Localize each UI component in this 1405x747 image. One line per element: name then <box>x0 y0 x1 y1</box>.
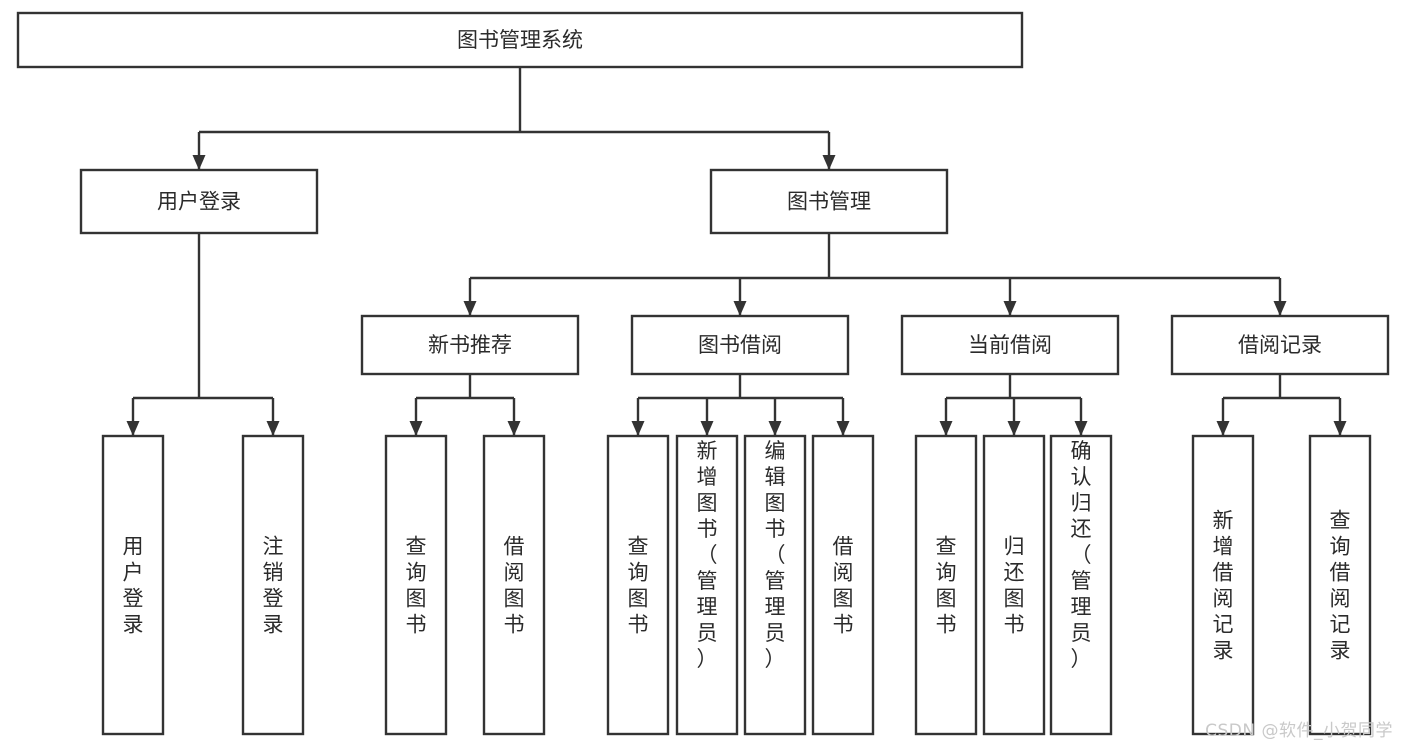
node-label-leaf-confirm-return-admin: 确认归还（管理员） <box>1071 439 1092 671</box>
node-box-leaf-query-book-1 <box>384 434 448 736</box>
node-label-leaf-logout-login: 注销登录 <box>263 534 284 636</box>
arrow-head-icon <box>507 421 521 436</box>
arrow-head-icon <box>631 421 645 436</box>
node-box-current-borrow <box>900 314 1120 376</box>
node-leaf-query-book-2[interactable]: 查询图书 <box>606 434 670 736</box>
node-box-leaf-add-book-admin <box>675 434 739 736</box>
node-label-current-borrow: 当前借阅 <box>968 333 1052 357</box>
node-box-leaf-borrow-book-1 <box>482 434 546 736</box>
arrow-head-icon <box>463 301 477 316</box>
node-label-book-borrow: 图书借阅 <box>698 333 782 357</box>
connector-group-current-borrow <box>939 374 1088 436</box>
node-box-book-management <box>709 168 949 235</box>
arrow-head-icon <box>1216 421 1230 436</box>
arrow-head-icon <box>409 421 423 436</box>
arrow-head-icon <box>1074 421 1088 436</box>
node-box-leaf-query-book-3 <box>914 434 978 736</box>
node-label-leaf-return-book: 归还图书 <box>1004 534 1025 636</box>
node-label-root: 图书管理系统 <box>457 28 583 52</box>
arrow-head-icon <box>768 421 782 436</box>
node-leaf-user-login[interactable]: 用户登录 <box>101 434 165 736</box>
node-book-management[interactable]: 图书管理 <box>709 168 949 235</box>
node-box-leaf-add-borrow-record <box>1191 434 1255 736</box>
node-leaf-query-book-3[interactable]: 查询图书 <box>914 434 978 736</box>
arrow-head-icon <box>126 421 140 436</box>
node-box-leaf-borrow-book-2 <box>811 434 875 736</box>
arrow-head-icon <box>733 301 747 316</box>
connector-group-root <box>192 67 836 170</box>
connector-group-borrow-record <box>1216 374 1347 436</box>
connector-group-book-management <box>463 233 1287 316</box>
connectors-layer <box>126 67 1347 436</box>
node-new-book-recommend[interactable]: 新书推荐 <box>360 314 580 376</box>
node-box-leaf-user-login <box>101 434 165 736</box>
node-leaf-logout-login[interactable]: 注销登录 <box>241 434 305 736</box>
node-label-borrow-record: 借阅记录 <box>1238 333 1322 357</box>
node-leaf-borrow-book-2[interactable]: 借阅图书 <box>811 434 875 736</box>
nodes-layer: 图书管理系统用户登录图书管理新书推荐图书借阅当前借阅借阅记录用户登录注销登录查询… <box>16 11 1390 736</box>
node-label-leaf-query-book-2: 查询图书 <box>628 534 649 636</box>
connector-group-new-book-recommend <box>409 374 521 436</box>
node-label-leaf-query-borrow-record: 查询借阅记录 <box>1330 508 1351 662</box>
node-box-user-login <box>79 168 319 235</box>
node-label-leaf-add-borrow-record: 新增借阅记录 <box>1213 508 1234 662</box>
node-leaf-query-borrow-record[interactable]: 查询借阅记录 <box>1308 434 1372 736</box>
node-box-leaf-query-book-2 <box>606 434 670 736</box>
arrow-head-icon <box>1003 301 1017 316</box>
node-box-book-borrow <box>630 314 850 376</box>
node-label-leaf-add-book-admin: 新增图书（管理员） <box>697 439 718 671</box>
arrow-head-icon <box>939 421 953 436</box>
node-label-leaf-borrow-book-2: 借阅图书 <box>833 534 854 636</box>
node-leaf-return-book[interactable]: 归还图书 <box>982 434 1046 736</box>
node-leaf-confirm-return-admin[interactable]: 确认归还（管理员） <box>1049 434 1113 736</box>
node-box-leaf-return-book <box>982 434 1046 736</box>
arrow-head-icon <box>1333 421 1347 436</box>
node-label-leaf-edit-book-admin: 编辑图书（管理员） <box>765 439 786 671</box>
node-label-leaf-query-book-1: 查询图书 <box>406 534 427 636</box>
node-current-borrow[interactable]: 当前借阅 <box>900 314 1120 376</box>
node-root[interactable]: 图书管理系统 <box>16 11 1024 69</box>
node-box-leaf-logout-login <box>241 434 305 736</box>
arrow-head-icon <box>700 421 714 436</box>
arrow-head-icon <box>836 421 850 436</box>
node-leaf-add-book-admin[interactable]: 新增图书（管理员） <box>675 434 739 736</box>
node-leaf-borrow-book-1[interactable]: 借阅图书 <box>482 434 546 736</box>
node-box-borrow-record <box>1170 314 1390 376</box>
node-label-leaf-user-login: 用户登录 <box>123 534 144 636</box>
node-label-leaf-borrow-book-1: 借阅图书 <box>504 534 525 636</box>
node-box-root <box>16 11 1024 69</box>
arrow-head-icon <box>266 421 280 436</box>
node-label-user-login: 用户登录 <box>157 190 241 214</box>
arrow-head-icon <box>1273 301 1287 316</box>
node-label-leaf-query-book-3: 查询图书 <box>936 534 957 636</box>
node-leaf-add-borrow-record[interactable]: 新增借阅记录 <box>1191 434 1255 736</box>
node-box-new-book-recommend <box>360 314 580 376</box>
node-leaf-query-book-1[interactable]: 查询图书 <box>384 434 448 736</box>
node-leaf-edit-book-admin[interactable]: 编辑图书（管理员） <box>743 434 807 736</box>
node-box-leaf-confirm-return-admin <box>1049 434 1113 736</box>
node-user-login[interactable]: 用户登录 <box>79 168 319 235</box>
connector-group-book-borrow <box>631 374 850 436</box>
arrow-head-icon <box>192 155 206 170</box>
node-label-book-management: 图书管理 <box>787 190 871 214</box>
arrow-head-icon <box>1007 421 1021 436</box>
arrow-head-icon <box>822 155 836 170</box>
connector-group-user-login <box>126 233 280 436</box>
node-borrow-record[interactable]: 借阅记录 <box>1170 314 1390 376</box>
node-label-new-book-recommend: 新书推荐 <box>428 333 512 357</box>
node-book-borrow[interactable]: 图书借阅 <box>630 314 850 376</box>
node-box-leaf-edit-book-admin <box>743 434 807 736</box>
node-box-leaf-query-borrow-record <box>1308 434 1372 736</box>
